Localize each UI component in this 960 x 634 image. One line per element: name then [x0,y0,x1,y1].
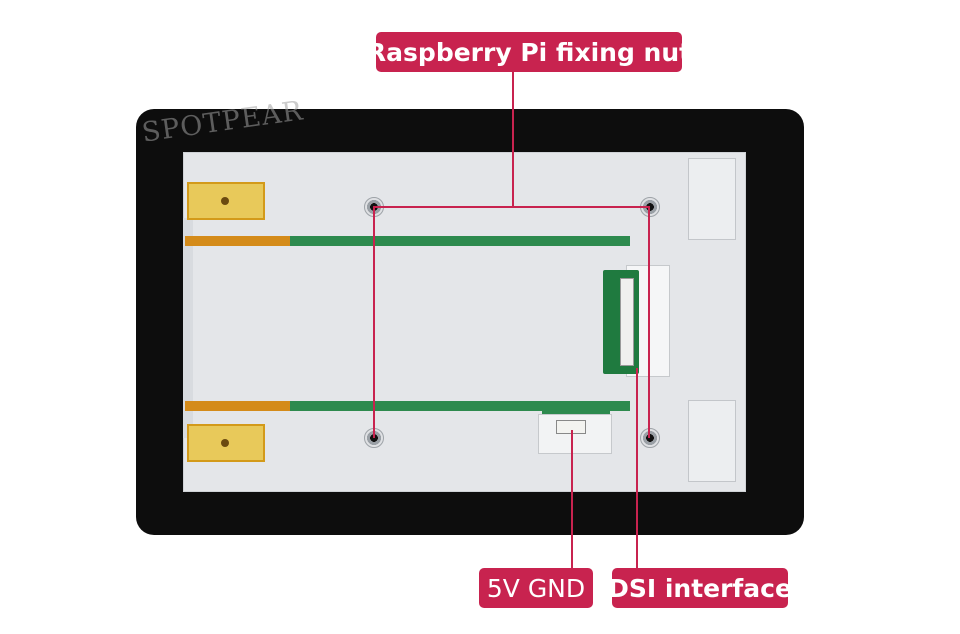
screw-hole-icon [640,428,660,448]
pcb-strip-bottom [290,401,630,411]
tape-bottom [187,424,265,462]
leader-line-5v [571,430,573,568]
plate-edge [183,218,193,438]
dsi-connector-slot [620,278,634,366]
callout-fixing-nut: Raspberry Pi fixing nut [367,32,691,72]
leader-line-nut-left [373,206,375,438]
mount-clip-top [688,158,736,240]
leader-line-nut-right [648,206,650,438]
pcb-strip-top [290,236,630,246]
flex-cable-top [185,236,290,246]
tape-top [187,182,265,220]
flex-cable-bottom [185,401,290,411]
callout-5v-gnd: 5V GND [479,568,593,608]
callout-dsi-interface: DSI interface [608,568,792,608]
tape-hole-icon [221,439,229,447]
leader-line-nut-vertical [512,72,514,207]
tape-hole-icon [221,197,229,205]
mount-clip-bottom [688,400,736,482]
leader-line-nut-horizontal [373,206,650,208]
leader-line-dsi [636,368,638,568]
